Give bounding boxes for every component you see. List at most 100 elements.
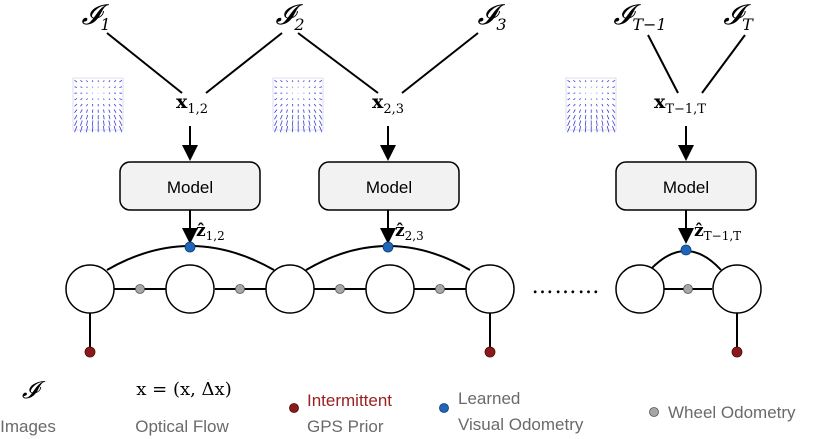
flow-vector [91,98,94,100]
flow-vector [86,86,88,88]
gps-prior-dot [731,346,743,358]
flow-vector [601,103,604,107]
flow-vector [579,103,581,107]
flow-vector [612,98,616,101]
state-node [712,264,762,314]
flow-vector [119,120,123,126]
flow-vector [108,86,111,88]
flow-vector [579,109,581,113]
flow-vector [573,103,576,107]
flow-field-thumbnail [72,77,124,133]
legend-gps-dot [289,403,299,413]
flow-vector [612,103,616,107]
flow-vector [601,80,604,83]
flow-vector [606,98,610,101]
legend-vo-dot [439,403,449,413]
flow-vector [573,80,576,83]
flow-vector [567,125,571,133]
state-node [65,264,115,314]
flow-vector [319,109,323,114]
flow-vector [579,114,581,120]
model-box-3: Model [615,161,757,211]
image-label-t: 𝓘T [723,0,754,34]
gps-prior-dot [484,346,496,358]
flow-label-tm1t: xT−1,T [654,91,706,117]
flow-vector [274,79,278,83]
legend-images-text: Images [0,417,56,436]
flow-vector [291,98,294,100]
ellipsis: ……… [532,274,601,299]
visual-odometry-dot [184,241,196,253]
wheel-odometry-dot [683,284,693,294]
flow-vector [103,98,105,100]
flow-vector [86,103,88,107]
flow-label-12: x1,2 [176,91,208,117]
flow-vector [80,109,83,113]
flow-vector [584,103,587,107]
flow-vector [286,86,288,88]
flow-vector [601,125,604,133]
state-nodes [65,264,762,314]
flow-vector [313,80,317,83]
flow-vector [291,114,294,120]
flow-vector [280,86,283,88]
flow-vector [596,109,598,113]
wheel-odometry-dot [135,284,145,294]
flow-vector [313,120,317,126]
flow-vector [108,98,111,101]
gps-prior-factors [84,346,743,358]
flow-vector [103,120,105,126]
flow-vector [596,120,598,126]
model-label: Model [366,178,412,197]
flow-vector [113,98,117,101]
flow-vector [86,109,88,113]
flow-vector [280,98,283,101]
flow-vector [303,98,305,100]
flow-vector [308,80,311,83]
flow-vector [606,120,610,126]
flow-vector [119,109,123,114]
flow-vector [113,109,117,113]
flow-vector [80,125,83,133]
flow-vector [612,120,616,126]
flow-vector [103,109,105,113]
flow-vector [286,120,288,126]
flow-vector [291,120,294,126]
model-label: Model [663,178,709,197]
flow-vector [584,120,587,126]
flow-vector [596,86,598,88]
legend-gps-line1: Intermittent [307,391,392,410]
flow-vector [86,98,88,101]
output-label-23: ẑ2,3 [395,221,424,243]
flow-vector [274,109,278,114]
flow-vector [606,80,610,83]
flow-vector [303,103,305,107]
flow-vector [108,120,111,126]
flow-vector [291,109,294,113]
flow-vector [596,80,598,83]
flow-vector [86,120,88,126]
flow-vector [308,109,311,113]
flow-vector [567,79,571,83]
flow-field-thumbnail [272,77,324,133]
flow-vector [612,86,616,88]
flow-vector [119,98,123,101]
flow-vector [91,86,94,88]
flow-vector [113,86,117,88]
model-label: Model [167,178,213,197]
flow-vector [313,114,317,120]
flow-vector [74,79,78,83]
flow-vector [91,120,94,126]
flow-vector [584,98,587,100]
image-label-1: 𝓘1 [81,0,110,34]
flow-vector [303,120,305,126]
flow-vector [584,109,587,113]
flow-vector [74,103,78,107]
flow-vector [573,86,576,88]
flow-vector [567,103,571,107]
state-node [265,264,315,314]
legend-wheel-dot [649,407,659,417]
flow-vector [291,86,294,88]
flow-vector [612,79,616,83]
flow-vector [113,80,117,83]
